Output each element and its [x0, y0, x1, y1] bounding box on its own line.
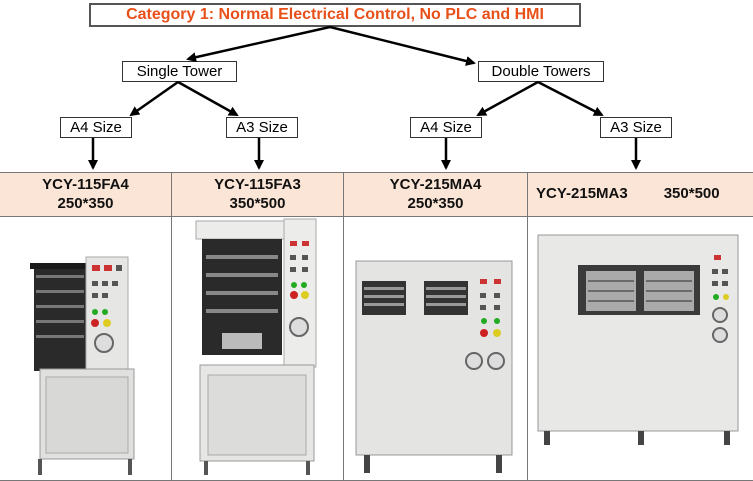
model-header-4: YCY-215MA3 350*500: [528, 172, 753, 215]
double-a3-size-box: A3 Size: [600, 117, 672, 138]
model-dims: 350*500: [663, 185, 720, 202]
model-dims: 250*350: [407, 194, 464, 212]
model-dims: 250*350: [57, 194, 114, 212]
single-a4-size-box: A4 Size: [60, 117, 132, 138]
single-a3-size-box: A3 Size: [226, 117, 298, 138]
model-header-1: YCY-115FA4 250*350: [0, 172, 172, 215]
arrow-title-to-single: [186, 25, 331, 63]
arrow-double-to-a4: [476, 80, 539, 117]
arrow-double-to-a3: [537, 80, 604, 117]
machine-photo-cell-1: [0, 215, 172, 481]
model-code: YCY-215MA4: [389, 175, 482, 193]
machine-photo-cell-3: [344, 215, 528, 481]
machine-photo-cell-4: [528, 215, 753, 481]
machine-215ma4-image: [355, 260, 513, 473]
machine-photo-cell-2: [172, 215, 344, 481]
double-towers-box: Double Towers: [478, 61, 604, 82]
arrow-title-to-double: [329, 25, 476, 66]
category-title: Category 1: Normal Electrical Control, N…: [89, 3, 581, 27]
model-code: YCY-115FA3: [214, 175, 301, 193]
machine-115fa3-image: [195, 218, 317, 475]
arrow-single-to-a4: [129, 80, 179, 117]
model-header-3: YCY-215MA4 250*350: [344, 172, 528, 215]
hierarchy-arrows: [88, 25, 641, 170]
model-header-2: YCY-115FA3 350*500: [172, 172, 344, 215]
arrow-single-to-a3: [177, 80, 239, 117]
machine-115fa4-image: [30, 256, 135, 475]
double-a4-size-box: A4 Size: [410, 117, 482, 138]
machine-215ma3-image: [537, 234, 739, 445]
model-code: YCY-215MA3: [536, 185, 628, 202]
model-code: YCY-115FA4: [42, 175, 129, 193]
model-header-row: [0, 172, 753, 217]
model-dims: 350*500: [229, 194, 286, 212]
